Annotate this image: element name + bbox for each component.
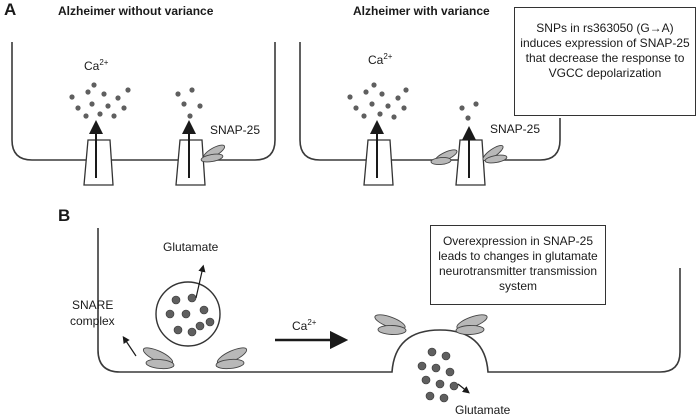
panel-a-right-title: Alzheimer with variance xyxy=(353,4,490,18)
release-arrow xyxy=(457,383,470,394)
cell-membrane-left xyxy=(11,42,276,161)
released-glutamate-label: Glutamate xyxy=(455,403,511,417)
snap25-label-left: SNAP-25 xyxy=(210,123,261,137)
snare-complex-left xyxy=(142,347,248,370)
synapse-membrane xyxy=(97,228,681,373)
panel-a-letter: A xyxy=(4,0,17,19)
snare-label-line1: SNARE xyxy=(72,298,114,312)
calcium-ions-right xyxy=(347,82,479,121)
panel-b-note-box: Overexpression in SNAP-25 leads to chang… xyxy=(430,225,606,305)
snare-pointer-arrow xyxy=(122,336,137,357)
vesicle-glutamate-label: Glutamate xyxy=(163,240,219,254)
glutamate-vesicle xyxy=(155,264,221,347)
calcium-channel-left-2 xyxy=(175,120,206,186)
snap25-right xyxy=(430,144,508,166)
panel-a-left-title: Alzheimer without variance xyxy=(58,4,214,18)
calcium-channel-right-2 xyxy=(455,126,486,186)
panel-b-letter: B xyxy=(58,206,71,225)
snap25-label-right: SNAP-25 xyxy=(490,122,541,136)
calcium-label-right: Ca2+ xyxy=(368,52,393,67)
panel-a-note-box: SNPs in rs363050 (G→A) induces expressio… xyxy=(514,7,696,116)
snap25-left xyxy=(200,144,226,163)
calcium-label-b: Ca2+ xyxy=(292,318,317,333)
snare-complex-right xyxy=(374,314,488,335)
calcium-channel-left-1 xyxy=(83,120,114,186)
calcium-ions-left xyxy=(69,82,203,119)
snare-label-line2: complex xyxy=(70,314,115,328)
cell-membrane-right xyxy=(299,42,561,161)
calcium-label-left: Ca2+ xyxy=(84,58,109,73)
released-glutamate xyxy=(417,347,459,403)
calcium-channel-right-1 xyxy=(363,120,394,186)
